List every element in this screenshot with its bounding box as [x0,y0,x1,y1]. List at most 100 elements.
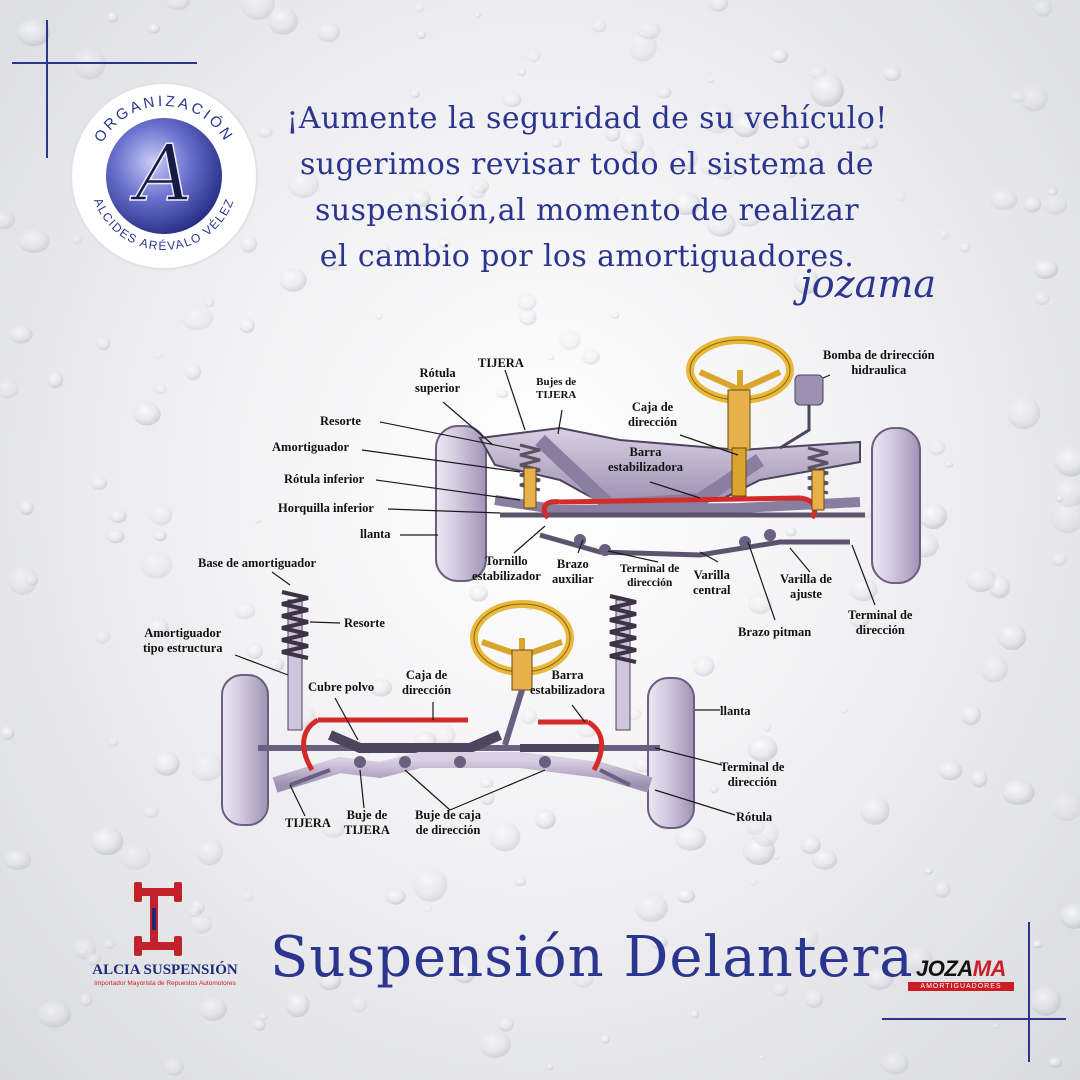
water-drop [928,439,946,456]
label-resorte-top: Resorte [320,414,361,428]
water-drop [1042,194,1068,215]
jozama-name: JOZAMA [896,956,1026,982]
water-drop [24,573,39,586]
water-drop [759,1054,766,1060]
water-drop [604,125,621,142]
water-drop [924,868,933,875]
water-drop [374,313,384,320]
water-drop [938,760,963,781]
water-drop [489,822,521,852]
water-drop [163,642,173,650]
water-drop [165,0,190,11]
label-tijera-top: TIJERA [478,356,524,370]
water-drop [480,790,495,806]
water-drop [106,528,125,544]
water-drop [1032,940,1044,949]
jozama-name-part2: MA [972,956,1007,981]
water-drop [1030,986,1062,1016]
label-amortiguador: Amortiguador [272,440,350,454]
water-drop [147,23,160,34]
label-llanta-bottom: llanta [720,704,751,718]
jozama-name-part1: JOZA [916,956,973,981]
water-drop [385,888,406,905]
water-drop [903,945,933,975]
water-drop [257,1012,269,1021]
water-drop [184,363,202,381]
water-drop [517,293,537,311]
water-drop [1033,291,1050,306]
water-drop [709,784,719,794]
water-drop [745,817,766,835]
water-drop [960,704,982,726]
water-drop [849,609,871,628]
water-drop [736,208,761,227]
water-drop [800,836,821,854]
jozama-subtitle: AMORTIGUADORES [908,982,1014,991]
water-drop [142,805,159,818]
water-drop [1002,780,1035,805]
water-drop [700,157,724,176]
water-drop [540,945,556,957]
water-drop [1047,188,1058,196]
water-drop [771,48,788,64]
water-drop [692,655,715,677]
corner-line-bottom-vertical [1028,922,1030,1062]
water-drop [938,228,950,240]
water-drop [864,967,894,990]
headline-line-1: ¡Aumente la seguridad de su vehículo! [286,101,888,136]
water-drop [1056,495,1063,503]
water-drop [593,968,603,977]
water-drop [154,383,168,395]
water-drop [434,724,456,747]
water-drop [810,73,844,107]
water-drop [581,348,600,365]
water-drop [190,752,223,782]
water-drop [989,189,1018,210]
water-drop [416,29,427,40]
water-drop [153,751,180,776]
water-drop [772,853,780,860]
water-drop [708,0,729,12]
water-drop [318,970,342,991]
water-drop [413,868,448,902]
water-drop [285,992,310,1018]
water-drop [204,297,215,308]
water-drop [881,1051,909,1075]
corner-line-top-vertical [46,20,48,158]
corner-line-top-horizontal [12,62,197,64]
water-drop [749,878,759,886]
water-drop [610,311,620,319]
water-drop [71,234,83,245]
water-drop [706,211,736,237]
water-drop [979,655,1009,683]
suspension-diagram [221,336,921,829]
water-drop [147,618,169,638]
water-drop [732,114,759,138]
water-drop [191,914,212,934]
water-drop [1050,790,1080,822]
water-drop [479,1030,511,1059]
water-drop [119,843,151,870]
water-drop [267,657,285,672]
water-drop [690,1010,700,1019]
water-drop [0,378,19,399]
water-drop [181,305,214,331]
water-drop [187,906,202,917]
water-drop [423,904,433,912]
water-drop [793,929,819,948]
alcia-suspension-logo: ALCIA SUSPENSIÓN Importador Mayorista de… [70,880,260,990]
water-drop [1033,0,1052,17]
water-drop [324,253,343,271]
water-drop [254,518,261,524]
water-drop [85,952,101,966]
water-drop [591,19,607,33]
